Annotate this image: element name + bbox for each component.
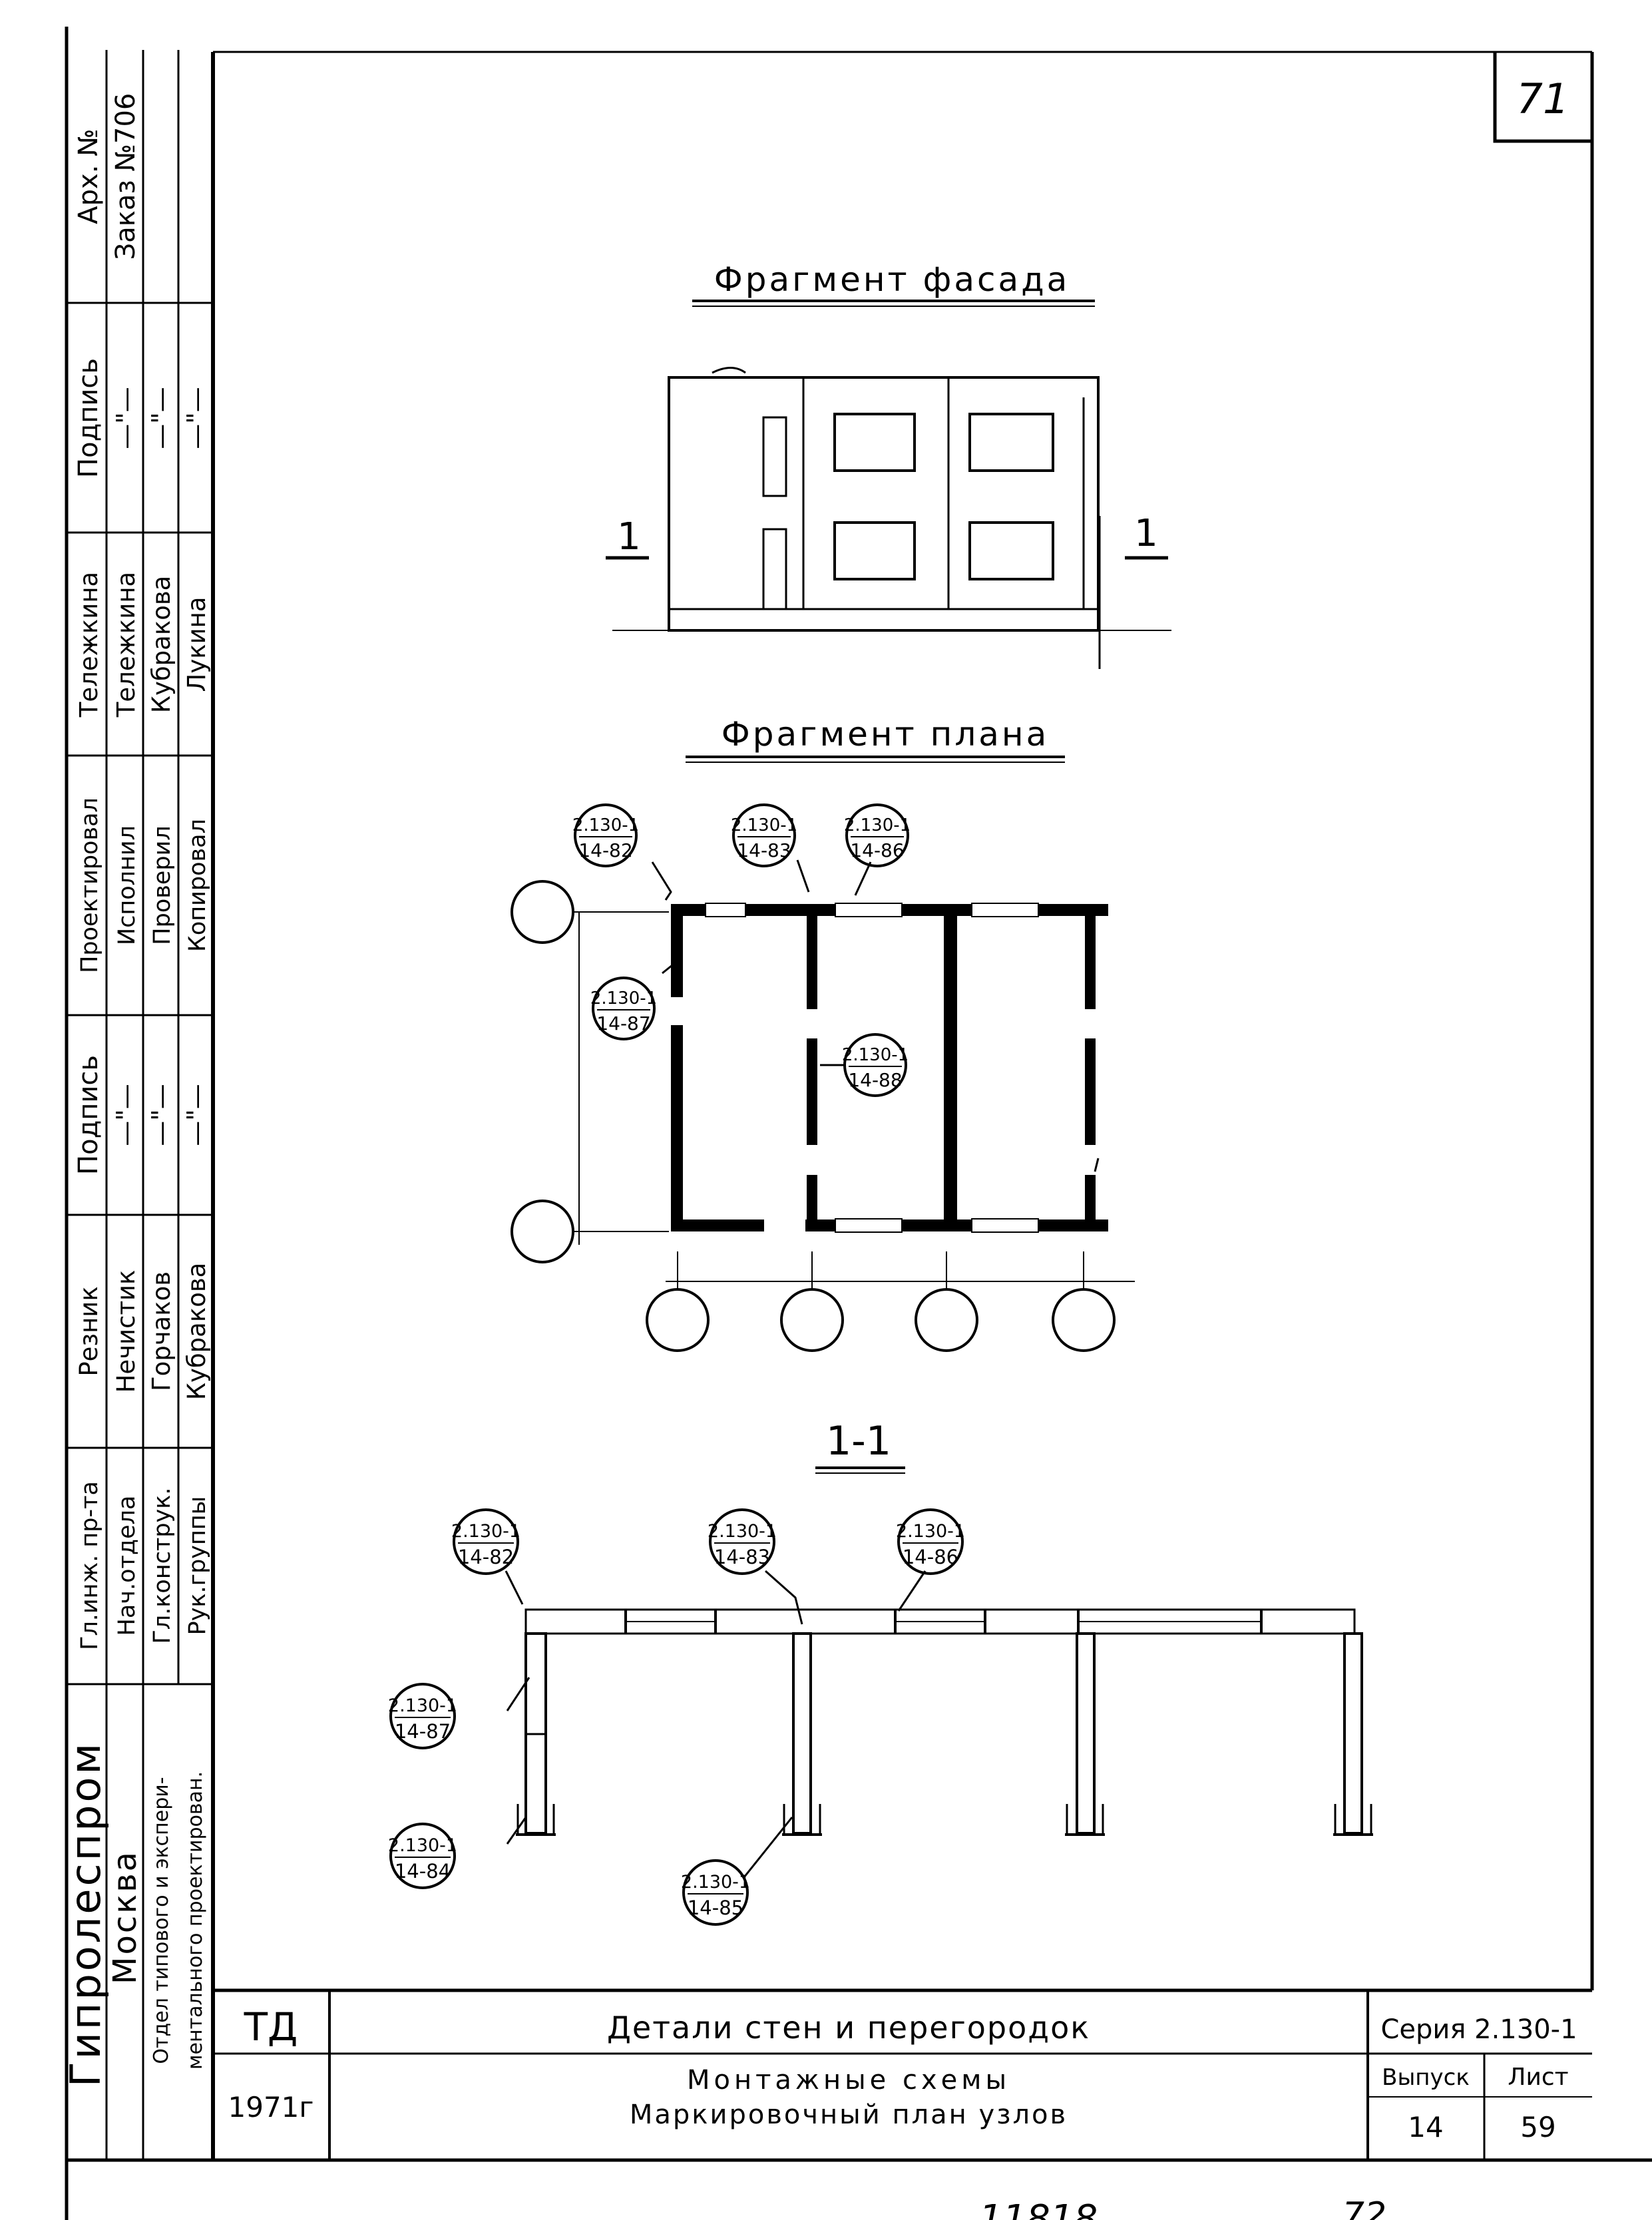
sheet-number-box: 71 [1493, 52, 1592, 143]
role-top-1: Проектировал [77, 797, 103, 973]
ditto-top-1: —"— [111, 387, 140, 449]
grid-axis-bubble [511, 880, 574, 944]
svg-text:2.130-1: 2.130-1 [708, 1521, 777, 1542]
footer-inventory: 11818 [979, 2197, 1098, 2220]
callout-plan-14-88: 2.130-1 14-88 [842, 1033, 909, 1097]
doc-subtitle-1: Монтажные схемы [687, 2065, 1010, 2096]
grid-axis-bubble [646, 1288, 710, 1352]
svg-text:14-82: 14-82 [578, 839, 632, 861]
grid-axis-bubble [915, 1288, 978, 1352]
svg-text:14-82: 14-82 [458, 1546, 514, 1568]
section-1-1: 1-1 [388, 1418, 1373, 1926]
role-bottom-4: Рук.группы [184, 1496, 211, 1636]
callout-section-14-85: 2.130-1 14-85 [681, 1859, 750, 1926]
role-top-2: Исполнил [114, 825, 140, 945]
facade-title: Фрагмент фасада [714, 260, 1070, 299]
org-name: Гипролеспром [61, 1741, 110, 2087]
svg-text:2.130-1: 2.130-1 [842, 1045, 909, 1065]
archive-order: Заказ №706 [110, 93, 141, 260]
svg-text:2.130-1: 2.130-1 [451, 1521, 520, 1542]
series-label: Серия 2.130-1 [1380, 2014, 1577, 2045]
name-bottom-2: Нечистик [112, 1270, 140, 1393]
svg-text:2.130-1: 2.130-1 [896, 1521, 965, 1542]
footer-page: 72 [1342, 2195, 1386, 2220]
svg-text:14-85: 14-85 [688, 1896, 743, 1919]
callout-plan-14-83: 2.130-1 14-83 [731, 803, 797, 867]
svg-text:2.130-1: 2.130-1 [388, 1835, 457, 1856]
issue-label: Выпуск [1382, 2064, 1470, 2091]
ditto-bottom-3: —"— [182, 1084, 211, 1146]
facade-fragment: Фрагмент фасада 1 1 [606, 260, 1171, 669]
svg-text:2.130-1: 2.130-1 [681, 1872, 750, 1892]
plan-title: Фрагмент плана [722, 715, 1050, 754]
doc-title: Детали стен и перегородок [607, 2010, 1090, 2046]
svg-text:14-86: 14-86 [850, 839, 904, 861]
role-bottom-1: Гл.инж. пр-та [77, 1481, 103, 1650]
ditto-top-2: —"— [146, 387, 176, 449]
svg-text:2.130-1: 2.130-1 [731, 815, 797, 835]
facade-cut-mark-right: 1 [1134, 512, 1158, 555]
svg-text:14-87: 14-87 [395, 1720, 451, 1743]
grid-axis-bubble [511, 1200, 574, 1263]
ditto-bottom-1: —"— [111, 1084, 140, 1146]
side-stamp: Арх. № Заказ №706 Подпись —"— —"— —"— Те… [61, 50, 213, 2160]
signature-header-top: Подпись [73, 358, 104, 478]
svg-text:14-88: 14-88 [848, 1069, 902, 1091]
svg-text:2.130-1: 2.130-1 [844, 815, 911, 835]
plan-fragment: Фрагмент плана [511, 715, 1135, 1352]
svg-text:14-83: 14-83 [737, 839, 791, 861]
org-dept2: ментального проектирован. [184, 1771, 207, 2070]
doc-subtitle-2: Маркировочный план узлов [630, 2100, 1068, 2130]
callout-plan-14-82: 2.130-1 14-82 [572, 803, 639, 867]
role-top-3: Проверил [149, 825, 176, 945]
facade-cut-mark-left: 1 [617, 515, 641, 558]
name-top-1: Тележкина [75, 572, 103, 718]
role-top-4: Копировал [184, 819, 211, 952]
role-bottom-2: Нач.отдела [114, 1496, 140, 1636]
name-bottom-4: Кубракова [182, 1263, 211, 1401]
ditto-top-3: —"— [182, 387, 211, 449]
callout-section-14-83: 2.130-1 14-83 [708, 1508, 777, 1575]
sheet-number: 71 [1517, 75, 1569, 123]
org-city: Москва [106, 1850, 144, 1984]
svg-text:2.130-1: 2.130-1 [572, 815, 639, 835]
callout-section-14-82: 2.130-1 14-82 [451, 1508, 520, 1575]
svg-text:14-83: 14-83 [714, 1546, 770, 1568]
svg-text:2.130-1: 2.130-1 [590, 989, 657, 1008]
name-top-3: Кубракова [147, 576, 176, 714]
issue-value: 14 [1408, 2111, 1443, 2143]
section-title: 1-1 [826, 1418, 891, 1464]
grid-axis-bubble [1052, 1288, 1116, 1352]
name-bottom-3: Горчаков [147, 1271, 176, 1391]
name-top-4: Лукина [182, 597, 211, 692]
doc-year: 1971г [228, 2091, 314, 2123]
signature-header-bottom: Подпись [73, 1055, 104, 1175]
name-top-2: Тележкина [112, 572, 140, 718]
grid-axis-bubble [780, 1288, 844, 1352]
title-block: ТД 1971г Детали стен и перегородок Монта… [213, 1988, 1592, 2160]
svg-text:2.130-1: 2.130-1 [388, 1695, 457, 1716]
sheet-frame [65, 27, 1652, 2220]
callout-section-14-87: 2.130-1 14-87 [388, 1683, 457, 1749]
callout-plan-14-87: 2.130-1 14-87 [590, 977, 657, 1040]
ditto-bottom-2: —"— [146, 1084, 176, 1146]
callout-section-14-86: 2.130-1 14-86 [896, 1508, 965, 1575]
svg-text:14-84: 14-84 [395, 1860, 451, 1883]
svg-text:14-86: 14-86 [903, 1546, 958, 1568]
name-bottom-1: Резник [75, 1286, 103, 1376]
org-dept: Отдел типового и экспери- [150, 1777, 173, 2064]
role-bottom-3: Гл.конструк. [149, 1487, 176, 1644]
doc-code: ТД [244, 2004, 298, 2050]
sheet-value: 59 [1520, 2111, 1555, 2143]
callout-plan-14-86: 2.130-1 14-86 [844, 803, 911, 867]
sheet-label: Лист [1508, 2064, 1568, 2091]
svg-text:14-87: 14-87 [596, 1012, 650, 1034]
callout-section-14-84: 2.130-1 14-84 [388, 1823, 457, 1889]
archive-header: Арх. № [73, 128, 104, 224]
